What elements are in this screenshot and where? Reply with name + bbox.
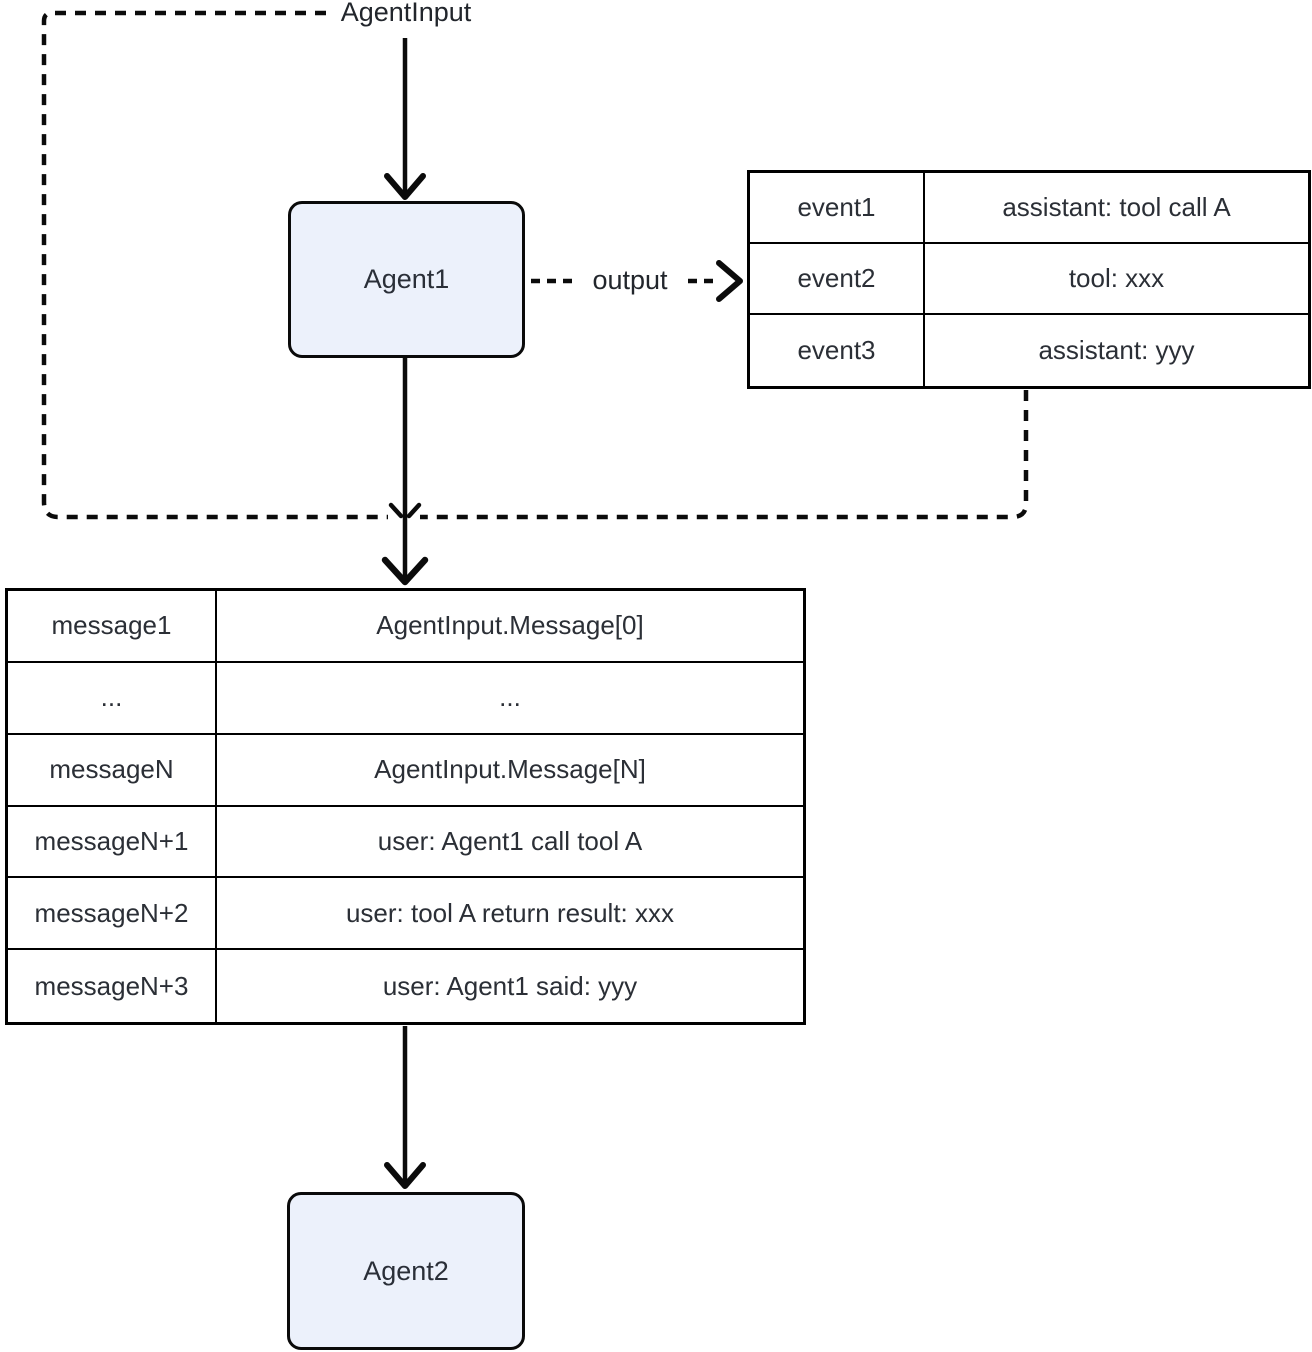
event-table-value-cell: tool: xxx (925, 244, 1308, 315)
event-table: event1 assistant: tool call A event2 too… (747, 170, 1311, 389)
agent1-to-messages-arrow (381, 358, 429, 586)
message-table-key-cell: messageN+1 (8, 806, 217, 879)
agent1-node-label: Agent1 (363, 264, 450, 294)
event-table-value-cell: assistant: tool call A (925, 173, 1308, 244)
arrowhead-right-icon (716, 260, 743, 302)
message-table-value-cell: user: tool A return result: xxx (217, 878, 803, 951)
message-table-value-cell: ... (217, 663, 803, 735)
message-table-key-cell: messageN (8, 734, 217, 807)
agent-input-to-agent1-arrow (384, 38, 426, 200)
event-table-key-cell: event1 (750, 173, 925, 244)
message-table-value-cell: AgentInput.Message[N] (217, 735, 803, 807)
message-table-value-cell: AgentInput.Message[0] (217, 591, 803, 663)
agent2-node-label: Agent2 (363, 1255, 449, 1286)
agent1-node: Agent1 (288, 201, 525, 358)
message-table-value-cell: user: Agent1 call tool A (217, 807, 803, 879)
agent-input-label: AgentInput (340, 0, 472, 27)
agent2-node: Agent2 (287, 1192, 525, 1350)
junction-arrowhead-icon (388, 502, 422, 519)
message-table-key-cell: message1 (8, 591, 217, 663)
arrowhead-down-icon (384, 1162, 426, 1189)
message-table-key-cell: ... (8, 662, 217, 735)
arrowhead-down-icon (381, 556, 429, 586)
event-table-dashed-loop (420, 390, 1029, 520)
agent1-output-dashed-arrow (531, 260, 743, 302)
message-table-value-cell: user: Agent1 said: yyy (382, 970, 638, 1001)
agent-input-dashed-loop (41, 10, 388, 520)
event-table-key-cell: event3 (750, 315, 925, 386)
messages-to-agent2-arrow (384, 1026, 426, 1189)
message-table-key-cell: messageN+2 (8, 878, 217, 951)
message-table-key-cell: messageN+3 (8, 950, 217, 1022)
arrowhead-down-icon (384, 173, 426, 200)
event-table-value-cell: assistant: yyy (1038, 335, 1195, 365)
output-edge-label: output (592, 265, 668, 295)
message-table: message1 AgentInput.Message[0] ... ... m… (5, 588, 806, 1025)
event-table-key-cell: event2 (750, 244, 925, 315)
